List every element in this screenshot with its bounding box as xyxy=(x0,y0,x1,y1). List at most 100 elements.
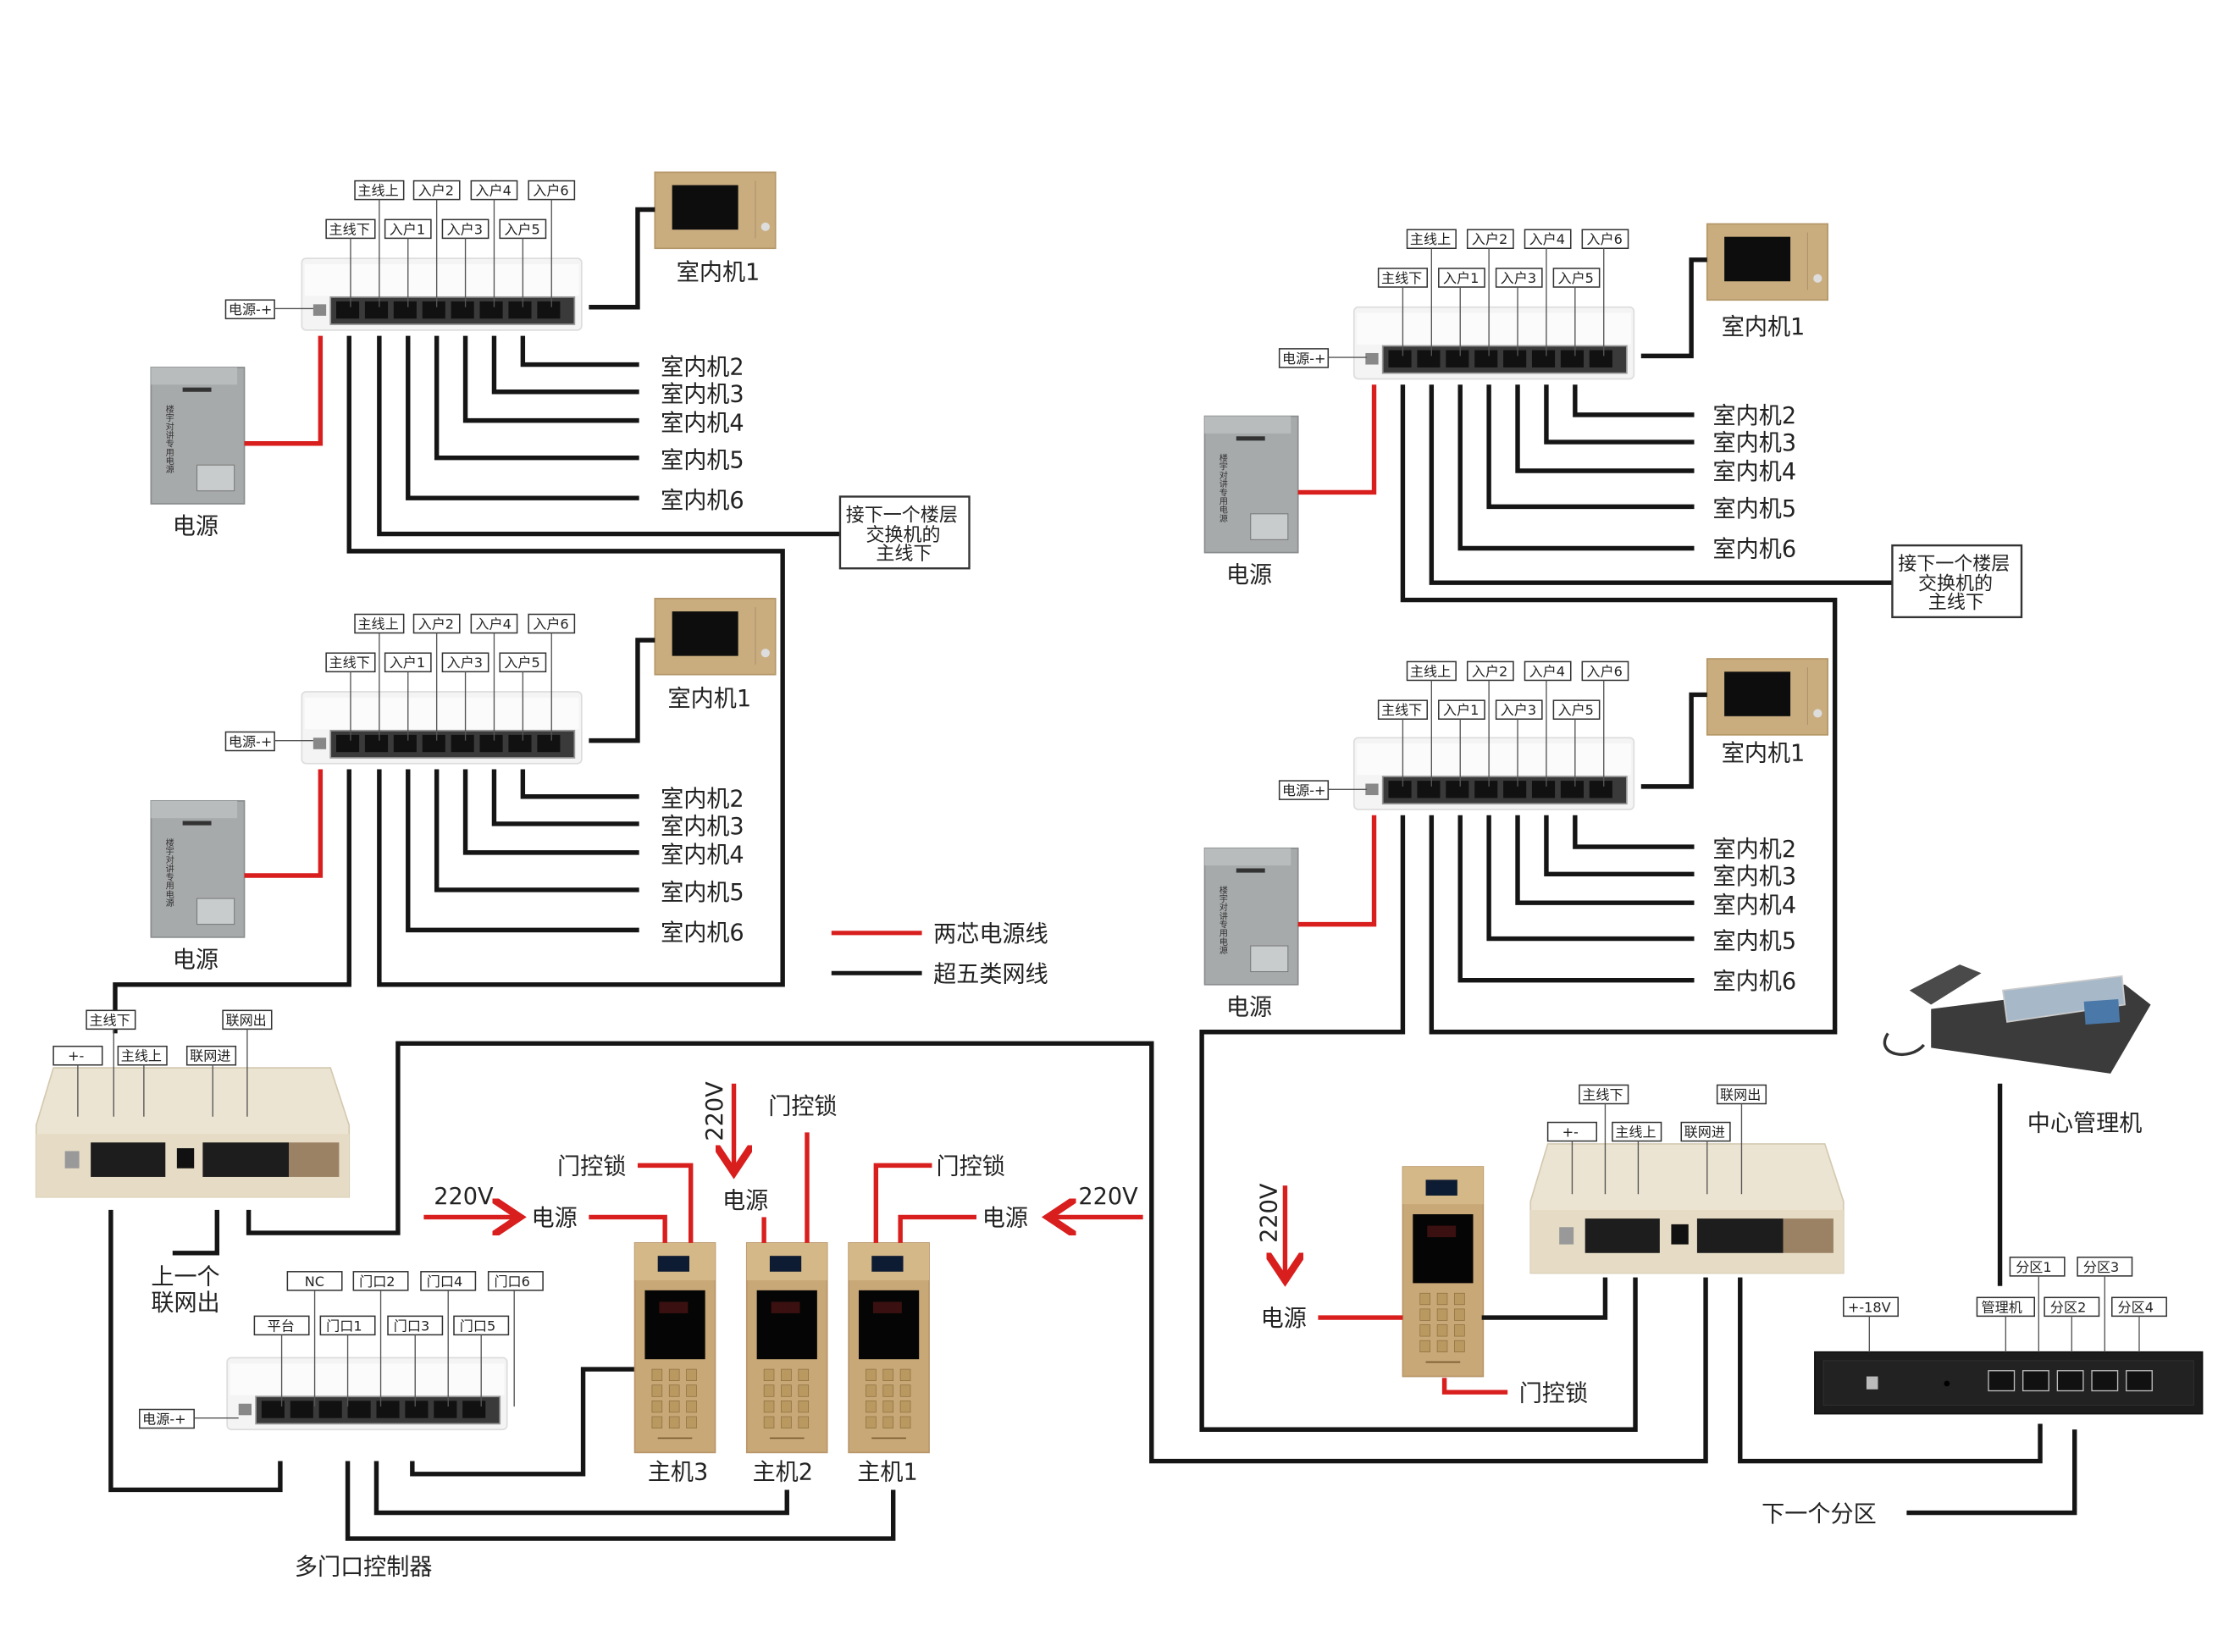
indoor-unit-1-mid-left xyxy=(654,597,777,676)
voltage-label: 220V xyxy=(702,1081,728,1141)
port-tag: 入户1 xyxy=(1443,270,1479,286)
port-tag: 门口3 xyxy=(394,1318,429,1334)
next-floor-note-line: 主线下 xyxy=(876,544,932,565)
port-tag: +- xyxy=(68,1048,84,1064)
outdoor-unit-label: 主机1 xyxy=(857,1460,917,1486)
indoor-unit-label: 室内机5 xyxy=(661,880,744,906)
indoor-unit-label: 室内机4 xyxy=(1713,459,1797,485)
power-port-tag: 电源-+ xyxy=(142,1411,185,1427)
outdoor-unit-1 xyxy=(848,1242,930,1454)
indoor-unit-1-top-right xyxy=(1706,223,1829,301)
indoor-unit-1-mid-right xyxy=(1706,658,1829,736)
port-tag: 联网进 xyxy=(1684,1124,1725,1140)
port-tag: 平台 xyxy=(268,1318,295,1334)
port-tag: 入户5 xyxy=(504,655,539,671)
indoor-unit-label: 室内机2 xyxy=(1713,837,1797,863)
indoor-unit-label: 室内机3 xyxy=(1713,430,1797,456)
port-tag: 门口4 xyxy=(427,1274,462,1290)
port-tag: 联网出 xyxy=(1720,1086,1761,1102)
zone-switch-tags: +-18V 管理机 分区2 分区4 分区1 分区3 xyxy=(1843,1257,2167,1352)
indoor-unit-label: 室内机6 xyxy=(661,488,744,514)
port-tag: 分区2 xyxy=(2050,1299,2086,1315)
port-tag: 主线上 xyxy=(1615,1124,1656,1140)
outdoor-unit-3 xyxy=(633,1242,716,1454)
indoor-unit-label: 室内机2 xyxy=(1713,403,1797,429)
voltage-label: 220V xyxy=(1256,1183,1282,1243)
port-tag: 主线上 xyxy=(1410,663,1451,679)
port-tag: 分区3 xyxy=(2083,1259,2119,1275)
indoor-unit-label: 室内机2 xyxy=(661,354,744,380)
legend-network-label: 超五类网线 xyxy=(933,961,1048,987)
outdoor-unit-single xyxy=(1402,1166,1485,1378)
port-tag: 主线下 xyxy=(329,655,370,671)
port-tag: +- xyxy=(1562,1124,1579,1140)
indoor-unit-label: 室内机4 xyxy=(661,411,744,437)
door-controller-label: 多门口控制器 xyxy=(295,1554,433,1580)
next-floor-note-line: 交换机的 xyxy=(866,525,940,546)
indoor-unit-label: 室内机3 xyxy=(661,382,744,408)
door-lock-label: 门控锁 xyxy=(1519,1380,1588,1406)
port-tag: 入户2 xyxy=(418,183,454,199)
port-tag: 门口2 xyxy=(359,1274,395,1290)
port-tag: 入户4 xyxy=(475,616,511,632)
port-tag: 分区4 xyxy=(2118,1299,2154,1315)
port-tag: NC xyxy=(305,1274,324,1290)
port-tag: 入户2 xyxy=(418,616,454,632)
voltage-label: 220V xyxy=(434,1184,494,1210)
port-tag: 门口5 xyxy=(460,1318,495,1334)
port-tag: 主线下 xyxy=(1381,270,1422,286)
network-box-tags-right: 主线下 联网出 +- 主线上 联网进 xyxy=(1546,1084,1767,1195)
power-supply-label: 电源 xyxy=(1226,562,1272,588)
indoor-unit-label: 室内机2 xyxy=(661,787,744,813)
next-zone-label: 下一个分区 xyxy=(1762,1501,1877,1528)
switch-port-tags-mid-right: 主线上 入户2 入户4 入户6 主线下 入户1 入户3 入户5 电源-+ xyxy=(1278,660,1629,800)
power-port-tag: 电源-+ xyxy=(229,733,272,749)
port-tag: 入户3 xyxy=(1501,702,1536,718)
power-label: 电源 xyxy=(532,1206,578,1232)
network-box-left xyxy=(35,1067,351,1198)
indoor-unit-label: 室内机4 xyxy=(1713,892,1797,919)
port-tag: 入户4 xyxy=(475,183,511,199)
indoor-unit-label: 室内机1 xyxy=(668,686,752,712)
port-tag: +-18V xyxy=(1848,1299,1891,1315)
central-manager-label: 中心管理机 xyxy=(2027,1111,2143,1137)
network-box-tags-left: 主线下 联网出 +- 主线上 联网进 xyxy=(53,1009,273,1117)
power-label: 电源 xyxy=(722,1188,768,1214)
next-floor-note-line: 交换机的 xyxy=(1918,574,1993,595)
prev-network-out-label: 上一个 xyxy=(151,1264,219,1290)
port-tag: 入户5 xyxy=(504,221,539,237)
port-tag: 管理机 xyxy=(1982,1299,2022,1315)
indoor-unit-label: 室内机6 xyxy=(661,920,744,946)
switch-port-tags-top-left: 主线上 入户2 入户4 入户6 主线下 入户1 入户3 入户5 电源-+ xyxy=(224,180,576,320)
power-supply-label: 电源 xyxy=(173,947,218,973)
central-manager-phone xyxy=(1883,964,2151,1074)
port-tag: 门口6 xyxy=(494,1274,529,1290)
network-box-right xyxy=(1529,1143,1845,1274)
next-floor-note-box xyxy=(1891,544,2023,619)
door-controller-tags: NC 门口2 门口4 门口6 平台 门口1 门口3 门口5 电源-+ xyxy=(139,1271,544,1429)
indoor-unit-label: 室内机5 xyxy=(1713,928,1797,954)
port-tag: 主线下 xyxy=(329,221,370,237)
floor-switch-top-right xyxy=(1352,306,1635,380)
port-tag: 入户5 xyxy=(1557,702,1593,718)
port-tag: 分区1 xyxy=(2016,1259,2051,1275)
port-tag: 主线上 xyxy=(357,183,398,199)
next-floor-note-line: 主线下 xyxy=(1928,593,1984,614)
indoor-unit-label: 室内机1 xyxy=(1722,314,1806,340)
indoor-unit-label: 室内机5 xyxy=(1713,496,1797,522)
power-supply-mid-right xyxy=(1203,847,1299,986)
next-floor-note-box xyxy=(838,495,971,570)
port-tag: 入户6 xyxy=(1586,231,1622,247)
port-tag: 入户4 xyxy=(1529,231,1565,247)
indoor-unit-label: 室内机6 xyxy=(1713,969,1797,995)
port-tag: 入户1 xyxy=(390,221,425,237)
next-floor-note-line: 接下一个楼层 xyxy=(1898,554,2010,575)
port-tag: 主线上 xyxy=(1410,231,1451,247)
legend-power-label: 两芯电源线 xyxy=(933,921,1048,948)
multi-door-controller xyxy=(226,1356,508,1431)
port-tag: 入户6 xyxy=(533,183,568,199)
outdoor-unit-label: 主机3 xyxy=(648,1460,708,1486)
indoor-unit-label: 室内机1 xyxy=(1722,740,1806,766)
port-tag: 入户6 xyxy=(533,616,568,632)
